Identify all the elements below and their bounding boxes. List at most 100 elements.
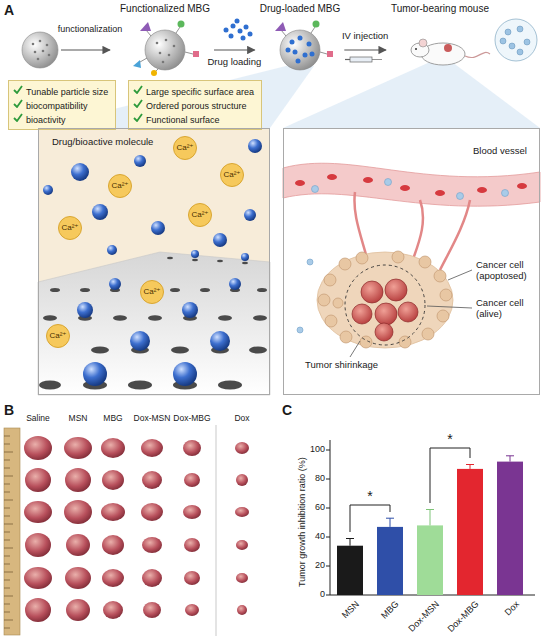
tumor <box>184 571 200 585</box>
alive-cell <box>375 303 397 325</box>
ion-label: Ca²⁺ <box>61 224 78 232</box>
category-label: MBG <box>379 599 401 621</box>
pore <box>168 54 171 57</box>
alive-cell <box>352 304 372 324</box>
pore <box>173 45 176 48</box>
tumor-samples <box>24 436 249 622</box>
inset-label: Tumor shirinkage <box>305 360 378 371</box>
ion-circle: Ca²⁺ <box>108 174 132 198</box>
immune-cell <box>385 179 392 186</box>
check-stroke <box>14 100 22 107</box>
drug-molecules <box>224 19 253 41</box>
tumor <box>235 442 249 454</box>
drug-sphere <box>92 204 108 220</box>
drug-dot <box>307 42 312 47</box>
zoom-wedge <box>283 62 540 128</box>
check-stroke <box>14 114 22 121</box>
category-label: Dox <box>503 599 522 618</box>
pore <box>37 58 40 61</box>
drug-sphere <box>191 250 199 258</box>
inset-panel: Drug/bioactive moleculeCa²⁺Ca²⁺Ca²⁺Ca²⁺C… <box>38 128 270 395</box>
group-label: Saline <box>26 414 50 424</box>
check-item: Large specific surface area <box>146 87 254 97</box>
red-cell <box>477 187 487 193</box>
linkers <box>281 27 327 54</box>
drug-dot <box>303 53 308 58</box>
group-label: Dox <box>234 414 249 424</box>
apoptotic-cell <box>392 251 404 263</box>
apoptotic-cell <box>434 270 446 282</box>
check-item: bioactivity <box>26 115 66 125</box>
significance-mark: * <box>447 431 452 447</box>
mbg-particle <box>280 30 320 70</box>
pore <box>91 347 109 354</box>
error-bar <box>506 456 514 462</box>
functional-group <box>313 21 320 28</box>
pore <box>257 288 267 292</box>
tumor <box>103 601 123 619</box>
stage-label: Tumor-bearing mouse <box>388 3 492 15</box>
linker <box>311 27 315 33</box>
pore <box>170 288 180 292</box>
stage-node: Drug-loaded MBG <box>257 3 344 77</box>
drug-sphere <box>71 163 89 181</box>
check-row: biocompatibility <box>26 98 108 112</box>
pore <box>167 257 173 259</box>
ion-label: Ca²⁺ <box>191 211 208 219</box>
drug-dot <box>310 52 315 57</box>
error-bar <box>466 465 474 469</box>
edge-label: Drug loading <box>207 57 261 68</box>
pore <box>171 347 189 354</box>
alive-cells <box>352 279 418 341</box>
immune-cell <box>312 186 319 193</box>
pore <box>32 43 35 46</box>
check-stroke <box>134 100 142 107</box>
check-row: Functional surface <box>146 112 254 126</box>
ion-label: Ca²⁺ <box>223 171 240 179</box>
mouse-ear <box>419 39 427 47</box>
ion-circle: Ca²⁺ <box>58 216 82 240</box>
vessel-branch <box>412 200 423 262</box>
drug-sphere <box>210 331 230 351</box>
red-cell <box>295 180 305 186</box>
apoptotic-cell <box>333 298 343 308</box>
apoptotic-cell <box>318 294 330 306</box>
leader-line <box>350 341 360 357</box>
pore <box>34 51 37 54</box>
pore <box>128 381 152 390</box>
pore <box>165 39 168 42</box>
bar <box>417 525 443 595</box>
linker <box>185 52 193 54</box>
stage-label: Functionalized MBG <box>117 3 213 15</box>
loaded-drug <box>286 36 315 64</box>
drug-dot <box>290 40 295 45</box>
photo-divider <box>216 425 217 636</box>
ruler-ticks <box>4 436 13 628</box>
group-label: MSN <box>69 414 88 424</box>
ion-label: Ca²⁺ <box>176 144 193 152</box>
stage-node: Tumor-bearing mouse <box>388 3 492 77</box>
cell <box>517 49 523 55</box>
check-item: Ordered porous structure <box>146 101 247 111</box>
panel-letter: A <box>4 2 14 18</box>
drug-sphere <box>213 233 227 247</box>
immune-cell <box>457 193 464 200</box>
edge-label: IV injection <box>342 31 388 42</box>
apoptotic-cell <box>339 258 351 270</box>
drug-sphere <box>43 185 53 195</box>
tumor <box>237 605 247 615</box>
drug-dot <box>286 48 291 53</box>
check-mark <box>13 85 23 94</box>
step-label: functionalization <box>58 24 123 34</box>
tumor <box>24 567 52 589</box>
mouse-tail <box>465 52 490 57</box>
tumor <box>143 602 161 618</box>
ion-label: Ca²⁺ <box>143 288 160 296</box>
pore <box>249 347 267 354</box>
tumor <box>102 535 124 555</box>
drug-dot <box>248 32 253 37</box>
drug-sphere <box>244 209 256 221</box>
ion-circle: Ca²⁺ <box>140 280 164 304</box>
pore <box>217 260 223 262</box>
drug-sphere <box>83 362 107 386</box>
